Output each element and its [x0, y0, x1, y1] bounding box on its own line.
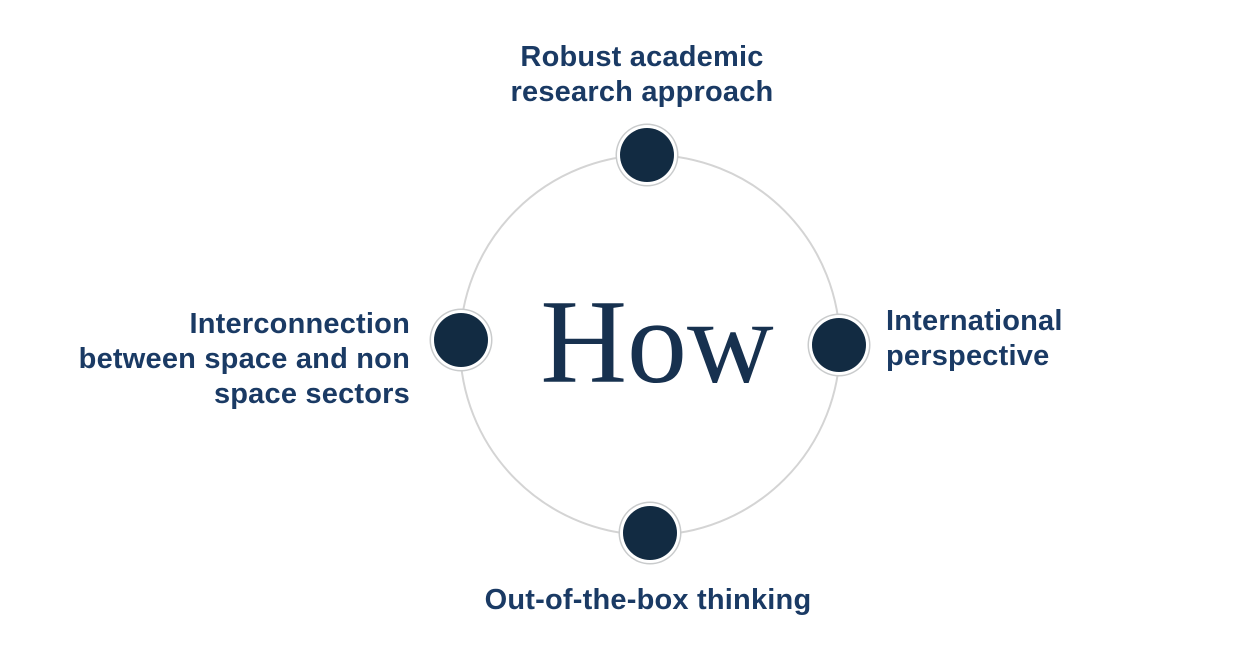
label-line: perspective [886, 340, 1050, 372]
label-line: Out-of-the-box thinking [484, 584, 812, 616]
center-word: How [540, 275, 774, 408]
node-dot-right [812, 318, 866, 372]
label-robust-academic: Robust academic research approach [511, 40, 774, 110]
node-dot-left [434, 313, 488, 367]
label-line: Robust academic [520, 41, 764, 73]
label-line: space sectors [213, 378, 410, 410]
label-out-of-the-box: Out-of-the-box thinking [485, 583, 812, 618]
label-line: Interconnection [189, 308, 410, 340]
label-line: International [886, 305, 1063, 337]
label-line: research approach [510, 76, 774, 108]
node-dot-bottom [623, 506, 677, 560]
node-dot-top [620, 128, 674, 182]
label-interconnection: Interconnection between space and non sp… [79, 307, 410, 412]
label-line: between space and non [78, 343, 410, 375]
label-international-perspective: International perspective [886, 304, 1063, 374]
